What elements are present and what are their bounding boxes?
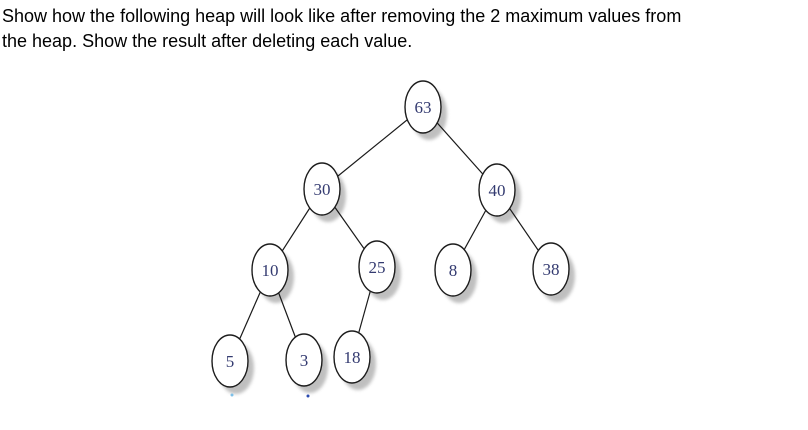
node-label: 63 — [415, 98, 432, 117]
node-shadows-layer — [218, 88, 575, 394]
node-circle — [285, 333, 323, 387]
tree-edge-63-30 — [321, 106, 424, 190]
stray-marks-layer — [230, 393, 310, 398]
node-circle — [532, 242, 570, 296]
stray-mark-1 — [230, 393, 234, 397]
tree-node-30: 30 — [303, 162, 341, 216]
node-circle — [434, 243, 472, 297]
tree-nodes-layer: 63 30 40 10 25 8 38 5 3 18 — [211, 80, 570, 388]
node-circle — [358, 240, 396, 294]
tree-node-25: 25 — [358, 240, 396, 294]
node-label: 30 — [314, 180, 331, 199]
question-text: Show how the following heap will look li… — [2, 4, 806, 54]
node-circle — [211, 334, 249, 388]
node-circle — [333, 330, 371, 384]
tree-node-40: 40 — [478, 163, 516, 217]
node-label: 5 — [226, 352, 235, 371]
node-label: 25 — [369, 258, 386, 277]
node-label: 40 — [489, 181, 506, 200]
node-circle — [404, 80, 442, 134]
tree-node-10: 10 — [251, 243, 289, 297]
tree-node-18: 18 — [333, 330, 371, 384]
node-circle — [478, 163, 516, 217]
question-line-1: Show how the following heap will look li… — [2, 6, 682, 26]
tree-node-3: 3 — [285, 333, 323, 387]
node-label: 8 — [449, 261, 458, 280]
node-circle — [251, 243, 289, 297]
node-label: 10 — [262, 261, 279, 280]
stray-mark-2 — [306, 394, 310, 398]
node-label: 38 — [543, 260, 560, 279]
node-label: 3 — [300, 351, 309, 370]
tree-node-63: 63 — [404, 80, 442, 134]
node-label: 18 — [344, 348, 361, 367]
tree-node-5: 5 — [211, 334, 249, 388]
question-line-2: the heap. Show the result after deleting… — [2, 31, 413, 51]
tree-node-38: 38 — [532, 242, 570, 296]
tree-edges-layer — [229, 106, 552, 362]
node-circle — [303, 162, 341, 216]
tree-node-8: 8 — [434, 243, 472, 297]
